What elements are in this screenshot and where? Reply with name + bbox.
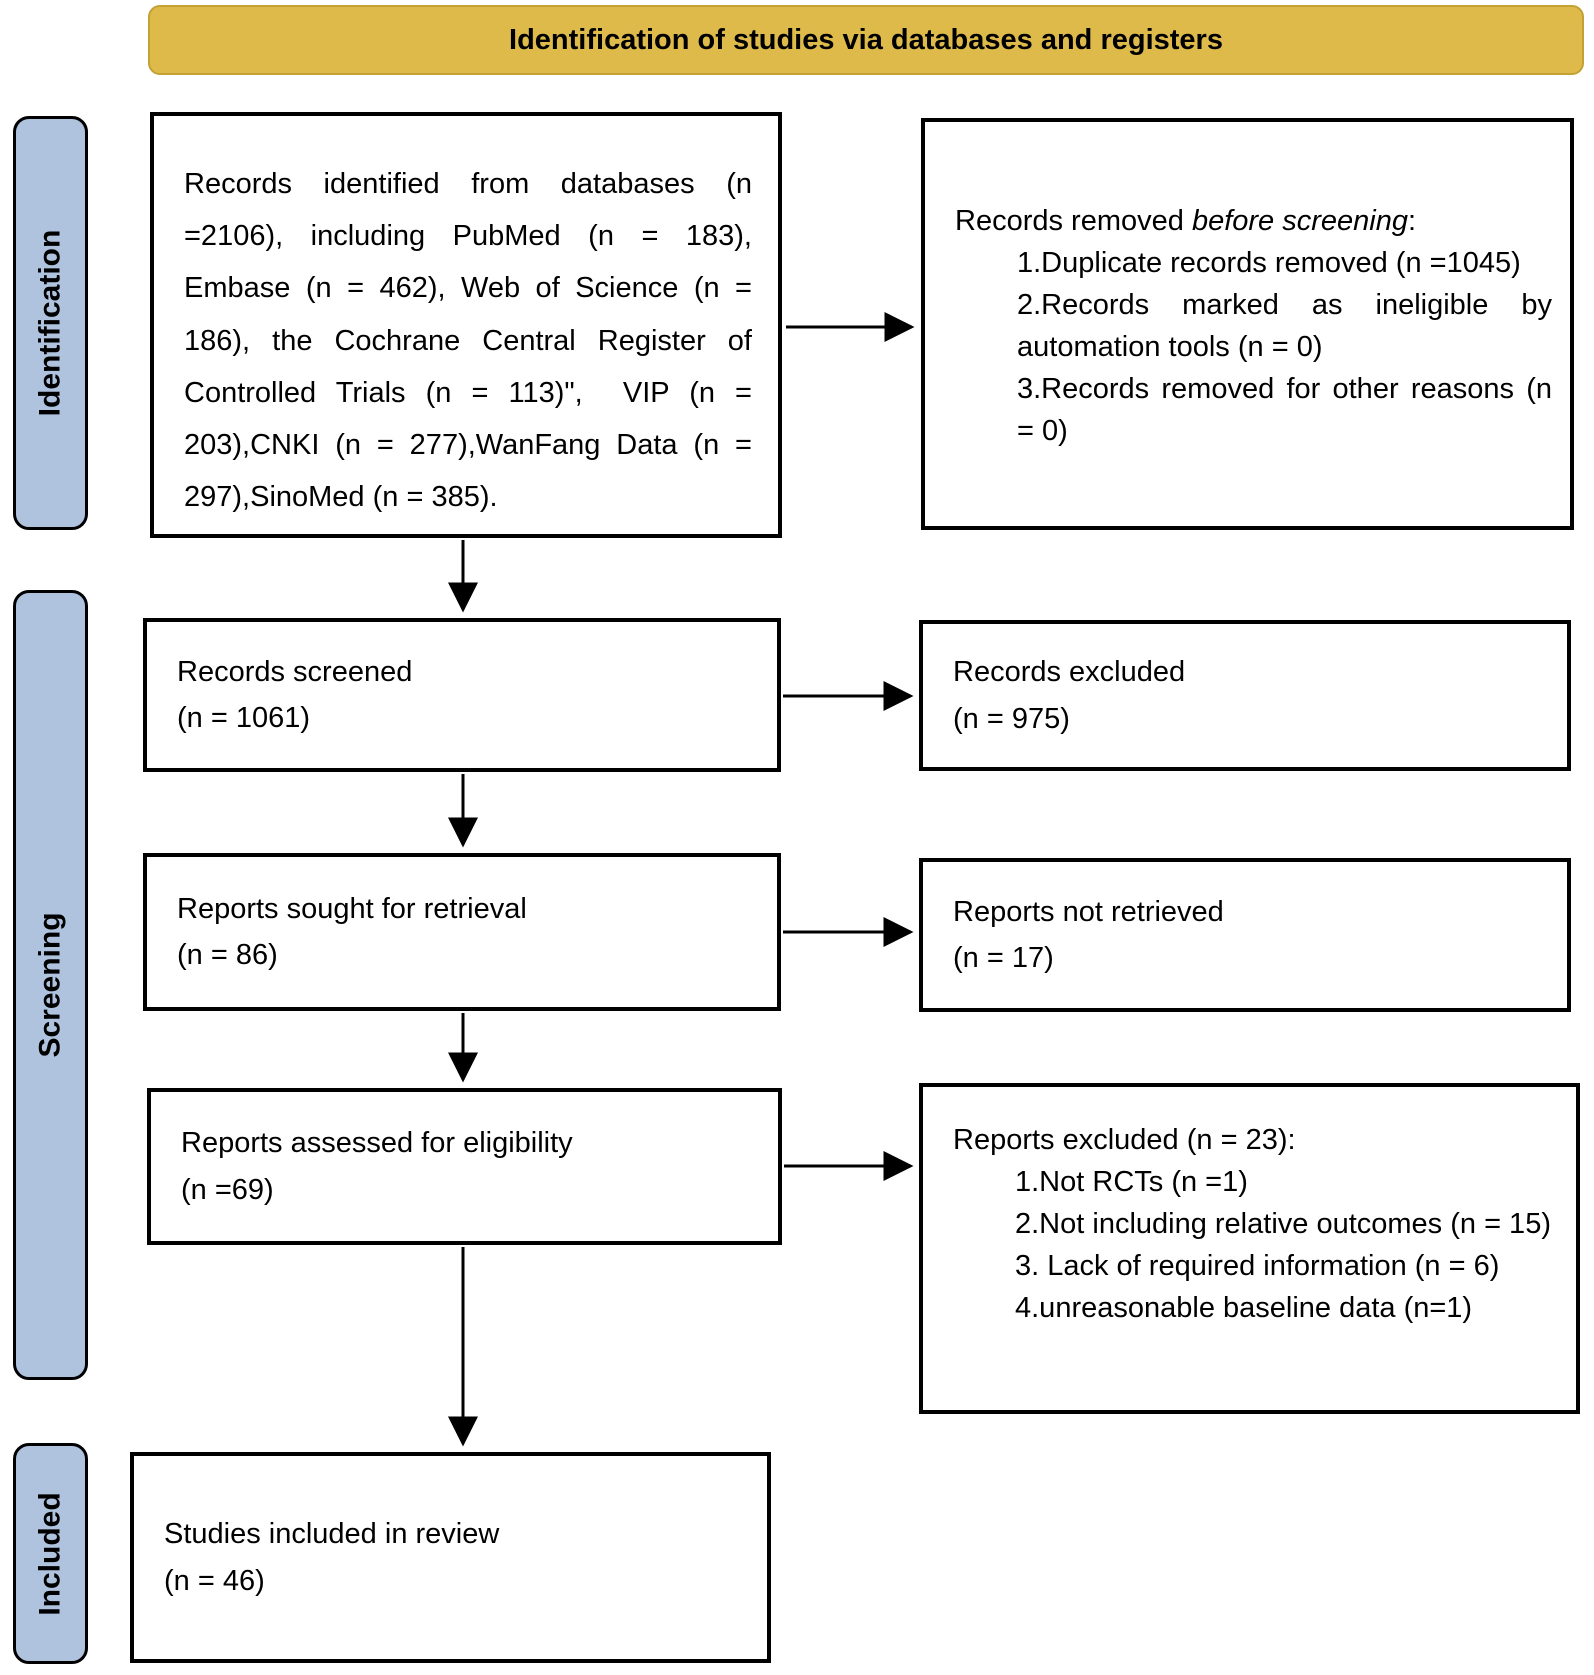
reports-assessed-label: Reports assessed for eligibility <box>181 1127 573 1160</box>
list-item: 1.Duplicate records removed (n =1045) <box>1017 247 1521 280</box>
reports-sought-label: Reports sought for retrieval <box>177 892 527 925</box>
records-removed-heading-suffix: : <box>1407 205 1417 237</box>
box-reports-excluded: Reports excluded (n = 23): 1.Not RCTs (n… <box>919 1083 1580 1414</box>
stage-label-screening-text: Screening <box>33 912 67 1058</box>
box-studies-included: Studies included in review (n = 46) <box>130 1452 771 1663</box>
stage-label-identification: Identification <box>13 116 88 530</box>
box-reports-sought: Reports sought for retrieval (n = 86) <box>143 853 781 1011</box>
reports-not-retrieved-count: (n = 17) <box>953 942 1054 974</box>
list-item: 3.Records removed for other reasons (n =… <box>1017 373 1552 448</box>
reports-assessed-count: (n =69) <box>181 1173 274 1206</box>
box-records-removed: Records removed before screening: 1.Dupl… <box>921 118 1574 530</box>
studies-included-count: (n = 46) <box>164 1564 265 1597</box>
reports-not-retrieved-label: Reports not retrieved <box>953 895 1224 928</box>
records-screened-count: (n = 1061) <box>177 702 311 734</box>
reports-excluded-heading: Reports excluded (n = 23): <box>953 1124 1296 1156</box>
stage-label-included-text: Included <box>33 1491 67 1616</box>
list-item: 4.unreasonable baseline data (n=1) <box>1015 1292 1473 1325</box>
stage-label-screening: Screening <box>13 590 88 1380</box>
box-records-identified: Records identified from databases (n =21… <box>150 112 782 538</box>
stage-label-identification-text: Identification <box>33 229 67 417</box>
stage-label-included: Included <box>13 1443 88 1664</box>
list-item: 1.Not RCTs (n =1) <box>1015 1166 1248 1199</box>
box-reports-not-retrieved: Reports not retrieved (n = 17) <box>919 858 1571 1012</box>
list-item: 2.Records marked as ineligible by automa… <box>1017 289 1552 364</box>
box-records-screened: Records screened (n = 1061) <box>143 618 781 772</box>
box-records-excluded: Records excluded (n = 975) <box>919 620 1571 771</box>
diagram-title: Identification of studies via databases … <box>148 5 1584 75</box>
records-excluded-label: Records excluded <box>953 656 1186 689</box>
records-removed-heading-emphasis: before screening <box>1191 205 1408 237</box>
records-removed-heading: Records removed before screening: <box>925 200 1570 242</box>
records-removed-heading-prefix: Records removed <box>955 205 1192 237</box>
records-identified-text: Records identified from databases (n =21… <box>184 168 761 514</box>
reports-sought-count: (n = 86) <box>177 939 278 971</box>
list-item: 3. Lack of required information (n = 6) <box>1015 1250 1500 1283</box>
list-item: 2.Not including relative outcomes (n = 1… <box>1015 1208 1551 1241</box>
records-screened-label: Records screened <box>177 655 413 688</box>
records-excluded-count: (n = 975) <box>953 702 1070 735</box>
box-reports-assessed: Reports assessed for eligibility (n =69) <box>147 1088 782 1245</box>
studies-included-label: Studies included in review <box>164 1518 500 1551</box>
